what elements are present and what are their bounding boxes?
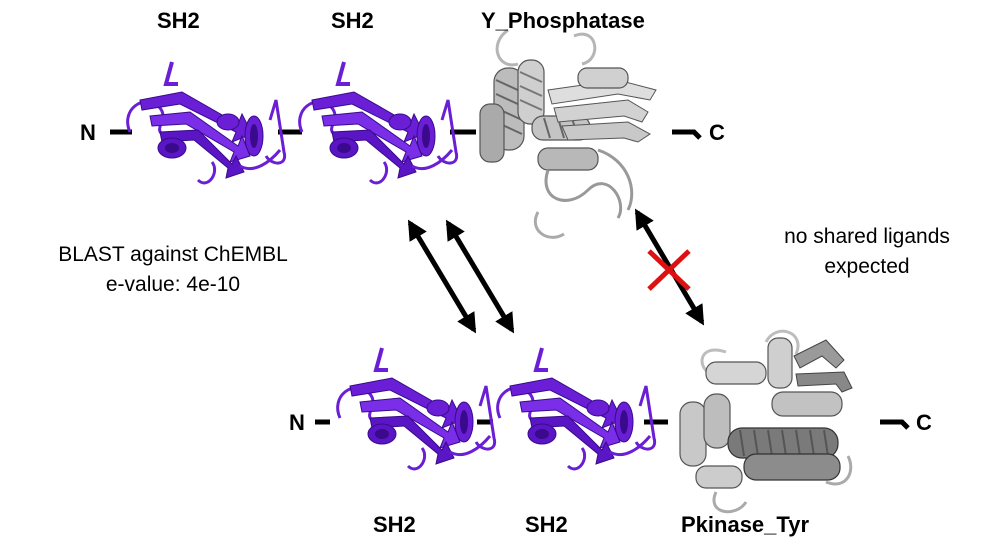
domain-label-sh2: SH2 xyxy=(525,512,568,537)
homology-arrow-1 xyxy=(407,219,477,334)
ligand-note-line2: expected xyxy=(824,255,910,278)
kinase-structure xyxy=(678,329,854,514)
c-terminus-label: C xyxy=(709,120,725,145)
sh2-structure-4 xyxy=(495,346,657,471)
linker xyxy=(672,129,702,140)
sh2-structure-1 xyxy=(125,60,287,185)
top-protein xyxy=(110,28,702,239)
n-terminus-label: N xyxy=(80,120,96,145)
domain-label-pkinase-tyr: Pkinase_Tyr xyxy=(681,512,810,537)
cross-icon xyxy=(647,249,691,291)
domain-label-sh2: SH2 xyxy=(373,512,416,537)
blast-note-line2: e-value: 4e-10 xyxy=(105,273,241,296)
blast-note-line1: BLAST against ChEMBL xyxy=(58,243,288,266)
homology-arrow-2 xyxy=(445,219,515,334)
sh2-structure-3 xyxy=(335,346,497,471)
ligand-note-line1: no shared ligands xyxy=(784,225,950,248)
phosphatase-structure xyxy=(478,28,658,239)
blast-note: BLAST against ChEMBL e-value: 4e-10 xyxy=(18,240,328,300)
domain-label-sh2: SH2 xyxy=(157,8,200,33)
bottom-protein xyxy=(315,329,910,514)
n-terminus-label: N xyxy=(289,410,305,435)
c-terminus-label: C xyxy=(916,410,932,435)
linker xyxy=(880,419,910,430)
domain-label-sh2: SH2 xyxy=(331,8,374,33)
domain-label-y-phosphatase: Y_Phosphatase xyxy=(481,8,645,33)
sh2-structure-2 xyxy=(297,60,459,185)
ligand-note: no shared ligands expected xyxy=(762,222,972,282)
